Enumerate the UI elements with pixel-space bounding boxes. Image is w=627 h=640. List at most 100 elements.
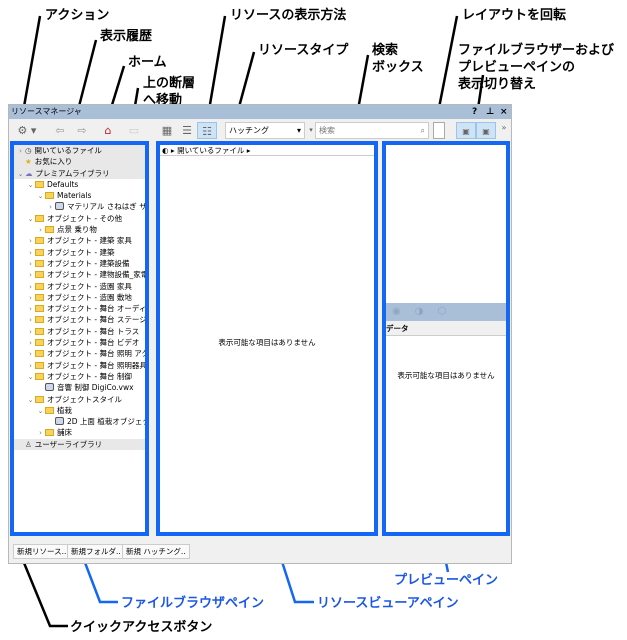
- up-folder-icon[interactable]: ▭: [128, 124, 140, 137]
- annotation-resource-type: リソースタイプ: [258, 43, 349, 58]
- chevron-down-icon[interactable]: ⌄: [37, 406, 44, 415]
- tree-item-label: オブジェクト - 建築: [47, 247, 115, 257]
- chevron-down-icon[interactable]: ⌄: [27, 372, 34, 381]
- chevron-right-icon[interactable]: ›: [29, 305, 32, 314]
- chevron-right-icon[interactable]: ›: [29, 339, 32, 348]
- preview-rotate-icon[interactable]: ◑: [414, 306, 438, 317]
- search-input[interactable]: 検索⌕: [315, 122, 429, 139]
- tree-item[interactable]: ›オブジェクト - 造園 家具: [14, 281, 145, 292]
- tree-item[interactable]: › オブジェクト - 舞台 トラス: [14, 326, 145, 337]
- back-arrow-icon[interactable]: ⇦: [55, 124, 65, 137]
- toggle-preview-button[interactable]: ▣: [476, 122, 496, 139]
- tree-item[interactable]: 音響 制御 DigiCo.vwx: [14, 382, 145, 393]
- tree-item[interactable]: › オブジェクト - 舞台 ビデオ: [14, 337, 145, 348]
- annotation-quick-access: クイックアクセスボタン: [70, 620, 213, 635]
- annotation-file-browser-pane: ファイルブラウザペイン: [121, 596, 265, 611]
- tree-item[interactable]: ⌄オブジェクト - 舞台 制御: [14, 371, 145, 382]
- tree-item[interactable]: › 点景 乗り物: [14, 224, 145, 235]
- tree-item[interactable]: ›オブジェクト - 建築設備: [14, 258, 145, 269]
- tree-item[interactable]: ›◷開いているファイル: [14, 145, 145, 157]
- list-view-icon[interactable]: ☰: [182, 124, 192, 137]
- folder-icon: [35, 180, 44, 188]
- chevron-right-icon[interactable]: ›: [29, 327, 32, 336]
- chevron-down-icon[interactable]: ⌄: [17, 169, 24, 178]
- quick-new-resource-button[interactable]: 新規リソース..: [13, 544, 71, 559]
- folder-icon: [35, 395, 44, 403]
- quick-new-hatch-button[interactable]: 新規 ハッチング..: [122, 544, 190, 559]
- home-icon[interactable]: ⌂: [104, 124, 112, 137]
- folder-icon: [35, 259, 44, 267]
- chevron-right-icon[interactable]: ›: [49, 203, 52, 212]
- file-browser-pane: ›◷開いているファイル★お気に入り⌄☁プレミアムライブラリ⌄Defaults⌄M…: [10, 141, 149, 536]
- chevron-right-icon[interactable]: ›: [19, 147, 22, 155]
- breadcrumb-item[interactable]: 開いているファイル: [177, 146, 245, 155]
- chevron-right-icon[interactable]: ›: [29, 282, 32, 291]
- search-options-icon[interactable]: ▾: [309, 126, 313, 134]
- close-button[interactable]: ×: [500, 107, 508, 117]
- forward-arrow-icon[interactable]: ⇨: [77, 124, 87, 137]
- detail-view-icon[interactable]: ☷: [197, 122, 217, 139]
- tree-item-label: オブジェクト - 舞台 トラス: [47, 326, 140, 336]
- folder-icon: [45, 406, 54, 414]
- tree-item[interactable]: ›マテリアル さねはぎ サイディング.vwx: [14, 201, 145, 212]
- tree-item[interactable]: ›オブジェクト - 舞台 照明 アクセサリ: [14, 348, 145, 359]
- folder-icon: [35, 372, 44, 380]
- tree-item[interactable]: ›オブジェクト - 舞台 照明器具: [14, 360, 145, 371]
- tree-item[interactable]: › オブジェクト - 舞台 ステージ: [14, 314, 145, 325]
- folder-icon: [35, 248, 44, 256]
- chevron-down-icon[interactable]: ⌄: [27, 180, 34, 189]
- chevron-down-icon[interactable]: ⌄: [27, 395, 34, 404]
- toggle-file-browser-button[interactable]: ▣: [456, 122, 476, 139]
- tree-item[interactable]: ›オブジェクト - 造園 敷地: [14, 292, 145, 303]
- tree-item[interactable]: ★お気に入り: [14, 156, 145, 168]
- tree-item[interactable]: ⌄ オブジェクトスタイル: [14, 394, 145, 405]
- tree-item[interactable]: ›オブジェクト - 建築 家具: [14, 235, 145, 246]
- tree-item[interactable]: ⌄オブジェクト - その他: [14, 213, 145, 224]
- tree-item[interactable]: › オブジェクト - 建築: [14, 247, 145, 258]
- chevron-right-icon[interactable]: ›: [29, 271, 32, 280]
- chevron-right-icon[interactable]: ›: [29, 293, 32, 302]
- thumbnail-view-icon[interactable]: ▦: [161, 124, 173, 137]
- annotation-history: 表示履歴: [100, 29, 153, 44]
- tree-item[interactable]: 2D 上面 植栽オブジェクト: [14, 416, 145, 427]
- tree-item[interactable]: ›オブジェクト - 建物設備_家電: [14, 269, 145, 280]
- tree-item[interactable]: ⌄植栽: [14, 405, 145, 416]
- chevron-right-icon[interactable]: ›: [29, 237, 32, 246]
- tree-item[interactable]: ⌄☁プレミアムライブラリ: [14, 167, 145, 179]
- tree-item-label: オブジェクトスタイル: [47, 394, 122, 404]
- rotate-layout-button[interactable]: [433, 122, 445, 139]
- chevron-right-icon[interactable]: ›: [29, 259, 32, 268]
- tree-item-label: オブジェクト - 舞台 ビデオ: [47, 338, 140, 348]
- chevron-right-icon[interactable]: ›: [29, 361, 32, 370]
- tree-item-label: 点景 乗り物: [57, 225, 97, 235]
- annotation-view-mode: リソースの表示方法: [230, 8, 347, 23]
- chevron-down-icon[interactable]: ⌄: [37, 192, 44, 201]
- breadcrumb[interactable]: ◐ ▸ 開いているファイル ▸: [160, 145, 374, 156]
- quick-new-folder-button[interactable]: 新規フォルダ..: [67, 544, 125, 559]
- chevron-right-icon[interactable]: ›: [29, 350, 32, 359]
- tree-item[interactable]: ›舗床: [14, 427, 145, 438]
- chevron-down-icon[interactable]: ⌄: [27, 214, 34, 223]
- preview-shape-icon[interactable]: ⬡: [437, 306, 461, 317]
- folder-icon: [35, 361, 44, 369]
- pin-button[interactable]: ⊥: [486, 107, 495, 117]
- chevron-right-icon[interactable]: ›: [39, 226, 42, 235]
- chevron-right-icon[interactable]: ›: [29, 316, 32, 325]
- help-button[interactable]: ?: [472, 107, 478, 117]
- preview-mode-icon[interactable]: ◉: [392, 306, 415, 317]
- annotation-home: ホーム: [128, 55, 167, 70]
- tree-item[interactable]: ♙ユーザーライブラリ: [14, 438, 145, 451]
- clock-icon: ◷: [25, 146, 32, 155]
- tree-item[interactable]: ›オブジェクト - 舞台 オーディオ: [14, 303, 145, 314]
- title-bar: リソースマネージャ ? ⊥ ×: [9, 105, 511, 119]
- chevron-right-icon[interactable]: ›: [29, 248, 32, 257]
- search-icon: ⌕: [420, 126, 425, 135]
- tree-item-label: オブジェクト - 舞台 ステージ: [47, 315, 145, 325]
- chevron-right-icon[interactable]: ›: [39, 429, 42, 438]
- resource-type-select[interactable]: ハッチング▾: [225, 122, 305, 139]
- action-gear-icon[interactable]: ⚙ ▾: [17, 124, 37, 137]
- annotation-action: アクション: [45, 8, 110, 23]
- tree-item[interactable]: ⌄Defaults: [14, 179, 145, 190]
- tree-item[interactable]: ⌄Materials: [14, 190, 145, 201]
- more-button[interactable]: »: [501, 123, 507, 132]
